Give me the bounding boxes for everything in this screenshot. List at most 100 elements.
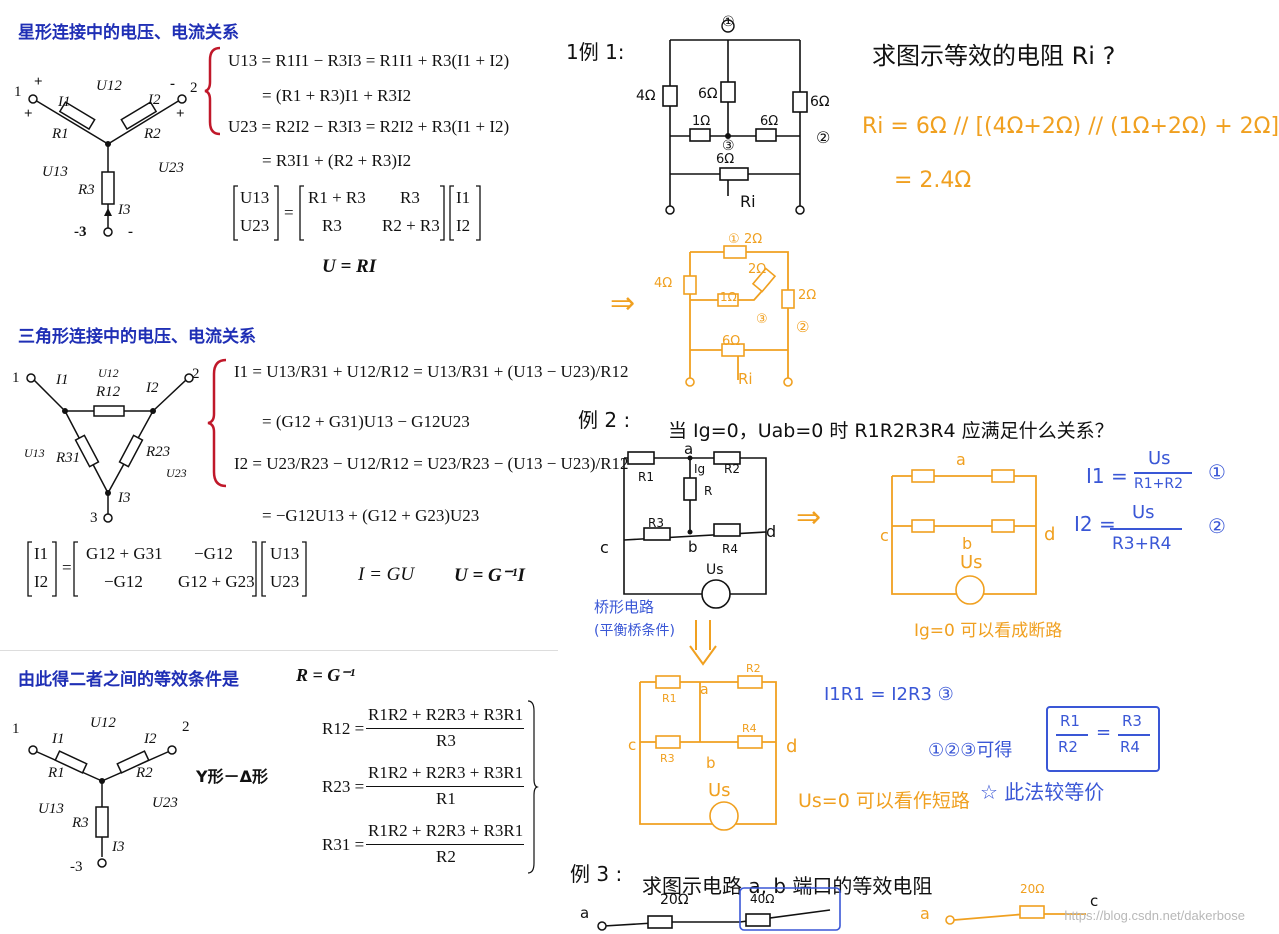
ex2-redraw-a: a [956, 450, 966, 469]
equiv-U12: U12 [90, 715, 116, 731]
ex3-orange-r20: 20Ω [1020, 882, 1045, 896]
ex3-orange-a: a [920, 904, 930, 923]
delta-I1: I1 [56, 372, 69, 388]
ex2-node-a: a [684, 440, 694, 458]
delta-eq-3: I2 = U23/R23 − U12/R12 = U23/R23 − (U13 … [234, 454, 629, 473]
ex2-r1: R1 [638, 470, 654, 484]
star-slide: 星形连接中的电压、电流关系 1 + + I1 R1 U12 - 2 + I2 R… [0, 0, 558, 285]
equiv-R1: R1 [48, 765, 65, 781]
ex2-node-b: b [688, 538, 698, 556]
ex1-redraw-r2b: 2Ω [748, 262, 767, 277]
ex2-r3: R3 [648, 516, 664, 530]
ex1-node-2: ② [816, 128, 831, 147]
ex2-eq1-den: R1+R2 [1134, 476, 1183, 492]
equiv-f3-den: R2 [436, 847, 456, 866]
delta-eq-2: = (G12 + G31)U13 − G12U23 [262, 412, 470, 431]
delta-node-2: 2 [192, 366, 200, 382]
ex2-r2: R2 [724, 462, 740, 476]
star-plus-1: + [34, 74, 43, 90]
ex2-node-c: c [600, 538, 609, 557]
ex2-redraw-d: d [1044, 524, 1056, 545]
watermark: https://blog.csdn.net/dakerbose [1064, 908, 1245, 923]
ex2-redraw-c: c [880, 526, 889, 545]
delta-U13: U13 [24, 446, 45, 460]
star-title: 星形连接中的电压、电流关系 [18, 23, 239, 43]
ex1-circuit [662, 19, 808, 215]
delta-matrix-m12: −G12 [194, 544, 233, 563]
ex3-node-a: a [580, 904, 590, 922]
ex2-down-arrow [689, 620, 717, 666]
ex3-question: 求图示电路 a, b 端口的等效电阻 [642, 874, 933, 898]
star-U23: U23 [158, 160, 184, 176]
ex1-redraw-r6: 6Ω [722, 334, 741, 349]
star-minus-2: - [170, 76, 175, 92]
equiv-f3-num: R1R2 + R2R3 + R3R1 [368, 821, 524, 840]
ex1-redraw-node2: ② [796, 318, 810, 336]
ex2-question: 当 Ig=0，Uab=0 时 R1R2R3R4 应满足什么关系？ [668, 420, 1114, 442]
star-R1: R1 [52, 126, 69, 142]
ex2-result-den2: R4 [1120, 738, 1140, 756]
ex2-bridge-c: c [628, 736, 637, 754]
delta-matrix-lhs-2: I2 [34, 572, 49, 591]
ex2-circuit [623, 451, 767, 609]
equiv-node-1: 1 [12, 721, 20, 737]
ex2-r4: R4 [722, 542, 738, 556]
equiv-R2: R2 [136, 765, 153, 781]
ex1-redraw-circuit [683, 245, 795, 387]
ex2-result-box [1046, 706, 1160, 772]
equiv-slide: 由此得二者之间的等效条件是 R = G⁻¹ 1 I1 R1 U12 2 I2 R… [0, 650, 558, 932]
star-matrix-m22: R2 + R3 [382, 216, 440, 235]
ex2-eq2-den: R3+R4 [1112, 534, 1172, 554]
equiv-f3-lhs: R31 = [322, 835, 365, 854]
equiv-node-3: -3 [70, 859, 83, 875]
star-diagram [28, 94, 187, 237]
delta-I3: I3 [118, 490, 131, 506]
ex2-result-den1: R2 [1058, 738, 1078, 756]
ex2-eq2-bar [1110, 528, 1182, 530]
handwritten-notes: 1例 1: 求图示等效的电阻 Ri ? ① 4Ω 6Ω 6Ω 1Ω [560, 0, 1279, 931]
ex2-bridge-d: d [786, 736, 798, 757]
ex3-tag: 例 3 : [570, 862, 623, 886]
ex2-result-bar2 [1118, 734, 1150, 736]
delta-diagram [26, 373, 194, 523]
ex2-ig: Ig [694, 462, 706, 476]
ex2-result-prefix: ①②③可得 [928, 740, 1013, 761]
star-matrix-lhs-1: U13 [240, 188, 270, 207]
ex2-bridge-r4: R4 [742, 722, 757, 735]
ex2-redraw-us: Us [960, 552, 983, 573]
ex1-r6c: 6Ω [760, 114, 779, 129]
equiv-f1-bar [366, 728, 524, 729]
delta-node-3: 3 [90, 510, 98, 526]
delta-compact-2: U = G⁻¹I [454, 565, 525, 586]
ex2-eq1-num: Us [1148, 448, 1171, 469]
star-plus-2: + [176, 106, 185, 122]
star-I1: I1 [58, 94, 71, 110]
equiv-f1-lhs: R12 = [322, 719, 365, 738]
delta-slide: 三角形连接中的电压、电流关系 1 I1 U12 R12 I2 2 U13 R31… [0, 308, 629, 613]
delta-matrix-m22: G12 + G23 [178, 572, 255, 591]
delta-eq-1: I1 = U13/R31 + U12/R12 = U13/R31 + (U13 … [234, 362, 629, 381]
ex2-eq1-tag: ① [1208, 460, 1226, 484]
star-eq-1: U13 = R1I1 − R3I3 = R1I1 + R3(I1 + I2) [228, 51, 510, 70]
ex2-eq2-tag: ② [1208, 514, 1226, 538]
ex2-bridge-b: b [706, 754, 716, 772]
delta-matrix-rhs-2: U23 [270, 572, 300, 591]
ex2-short-note: Us=0 可以看作短路 [798, 790, 970, 812]
ex1-redraw-r2a: 2Ω [744, 232, 763, 247]
delta-brace [207, 358, 227, 488]
ex2-eq1-bar [1134, 472, 1192, 474]
star-matrix-m12: R3 [400, 188, 420, 207]
ex2-node-d: d [766, 522, 777, 541]
star-node-2: 2 [190, 80, 198, 96]
star-eq-3: U23 = R2I2 − R3I3 = R2I2 + R3(I1 + I2) [228, 117, 510, 136]
star-R2: R2 [144, 126, 161, 142]
equiv-U13: U13 [38, 801, 64, 817]
delta-compact-1: I = GU [358, 564, 415, 585]
equiv-node-2: 2 [182, 719, 190, 735]
ex2-result-num2: R3 [1122, 712, 1142, 730]
ex1-question: 求图示等效的电阻 Ri ? [872, 42, 1116, 70]
equiv-right-brace [527, 700, 539, 874]
equiv-f2-den: R1 [436, 789, 456, 808]
star-matrix-m21: R3 [322, 216, 342, 235]
ex3-node-c: c [1090, 892, 1099, 910]
